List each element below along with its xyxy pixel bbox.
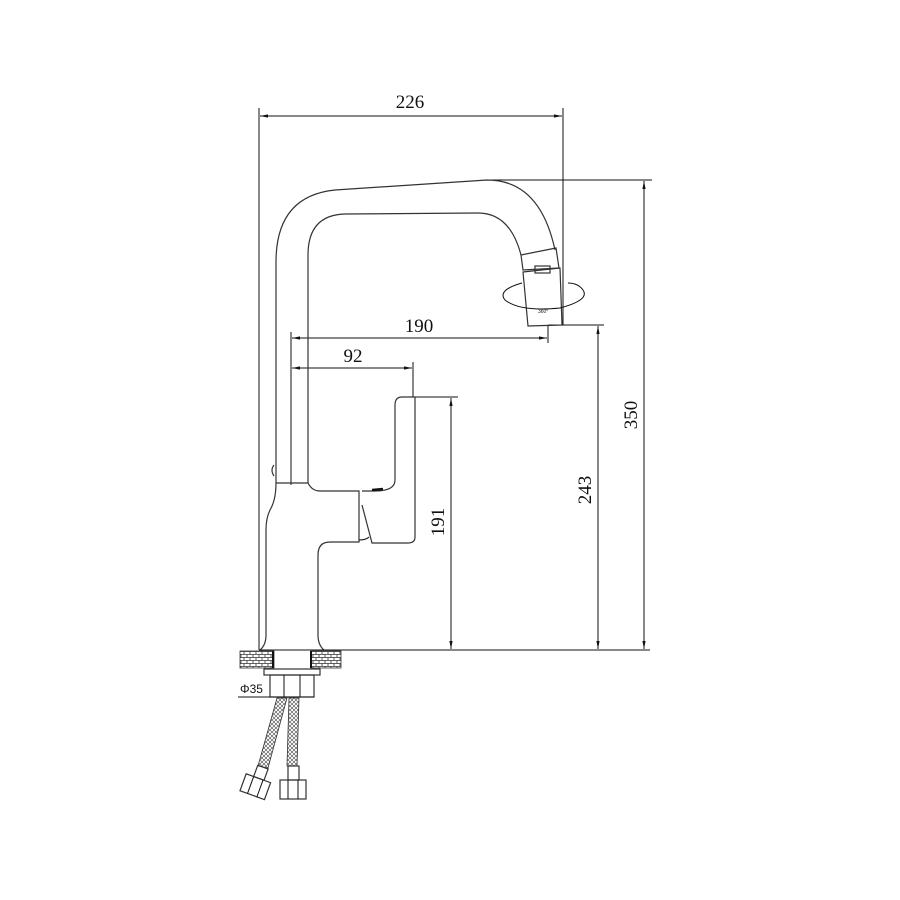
hose-right [286,697,300,767]
body-right-edge [307,482,360,651]
dimension-label-92: 92 [344,346,363,367]
faucet-handle [358,396,416,544]
mounting-nut: Φ35 [238,668,321,698]
hose-fitting-right [279,765,307,800]
countertop-section-left [239,650,275,669]
aerator: 360° [502,247,585,327]
countertop-section-right [310,650,342,669]
aerator-collar [520,247,560,271]
washer [263,668,321,676]
dimension-label-226: 226 [396,92,425,113]
rotation-label: 360° [538,309,548,315]
faucet-body [259,482,360,651]
aerator-head [522,267,563,327]
dimension-overall-width: 226 [258,92,564,650]
dimension-label-diameter: Φ35 [240,682,263,696]
ferrule [287,765,300,781]
spout-inner-edge [307,212,522,483]
dimension-handle-reach: 92 [292,346,414,397]
spout-outer-edge [275,179,556,483]
body-left-edge [259,482,277,651]
hose-fitting-left [239,764,272,801]
dimension-overall-height: 350 [487,179,652,649]
handle-indicator [371,487,384,492]
hose-left [257,697,288,769]
dimension-handle-height: 191 [413,396,458,649]
rotation-arrow-icon [502,282,585,310]
fitting-nut [239,773,272,801]
nut-facet [256,779,264,798]
dimension-label-191: 191 [428,508,449,537]
dimension-label-243: 243 [575,476,596,505]
faucet-spout [271,179,556,484]
spout-detail [271,464,275,477]
dimension-outlet-height: 243 [548,324,604,649]
dimension-spout-reach: 190 [290,316,549,485]
handle-outline [361,396,416,544]
supply-hoses [239,697,307,801]
fitting-nut [279,779,307,800]
dimension-label-190: 190 [405,316,434,337]
countertop [239,649,650,669]
handle-joint-curve [358,536,370,541]
dimension-label-350: 350 [621,401,642,430]
nut-body [269,674,315,698]
nut-facet [247,776,255,794]
